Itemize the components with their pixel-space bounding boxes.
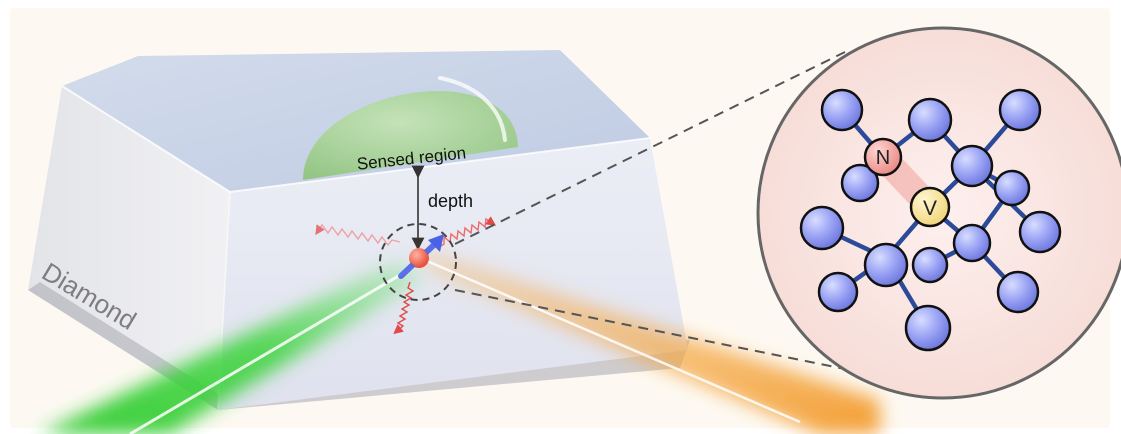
carbon-atom-icon — [993, 169, 1031, 207]
carbon-atom-icon — [952, 223, 992, 263]
carbon-atom-icon — [996, 270, 1040, 314]
zoom-circle — [379, 223, 457, 301]
carbon-atom-icon — [998, 88, 1042, 132]
carbon-atom-icon — [911, 246, 949, 284]
carbon-atom-icon — [799, 205, 845, 251]
carbon-atoms — [799, 88, 1062, 352]
diamond-bottom-edge — [28, 282, 690, 410]
nitrogen-label: N — [876, 147, 890, 169]
diamond-side-face — [28, 86, 230, 410]
wave-down — [393, 281, 415, 335]
microwave-waves — [315, 216, 497, 335]
carbon-atom-icon — [904, 304, 952, 352]
wave-upper-left — [315, 223, 401, 247]
carbon-atom-icon — [820, 88, 864, 132]
sensed-region-dome — [303, 76, 518, 180]
depth-label: depth — [428, 191, 473, 211]
lattice: N V — [799, 88, 1062, 352]
carbon-atom-icon — [907, 97, 953, 143]
green-laser-beam — [40, 262, 425, 434]
vacancy-site-icon — [909, 186, 951, 228]
carbon-atom-icon — [863, 242, 909, 288]
nitrogen-atom-icon — [863, 137, 903, 177]
inset-border — [756, 26, 1121, 400]
wave-upper-right — [437, 216, 497, 249]
carbon-atom-icon — [950, 144, 994, 188]
lattice-inset: N V — [756, 26, 1121, 400]
vacancy-label: V — [923, 197, 937, 220]
zoom-line-top — [454, 51, 846, 245]
carbon-atom-icon — [817, 271, 859, 313]
carbon-atom-icon — [1018, 210, 1062, 254]
nv-center — [398, 234, 444, 279]
orange-emission-beam — [418, 248, 880, 434]
carbon-atom-icon — [840, 163, 880, 203]
